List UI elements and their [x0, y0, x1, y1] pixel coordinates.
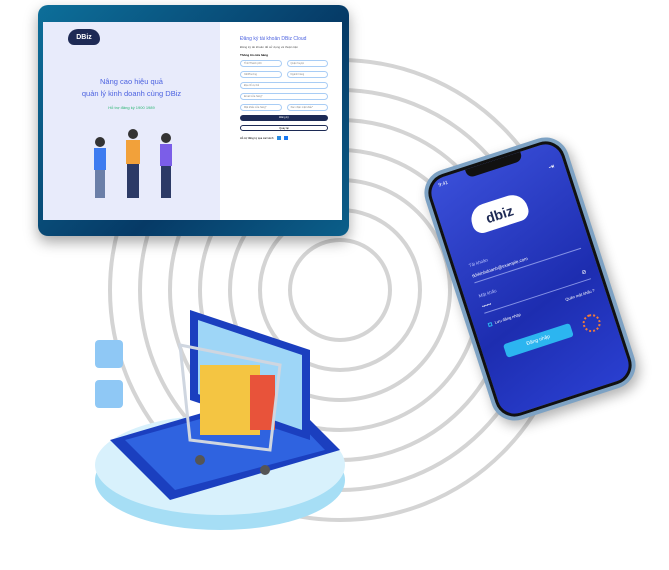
province-select[interactable]: Tỉnh/Thành phố [240, 60, 282, 67]
industry-input[interactable]: Ngành hàng [286, 71, 328, 78]
shopping-bag-icon [95, 380, 123, 408]
ward-select[interactable]: Xã/Phường [240, 71, 282, 78]
remember-checkbox[interactable] [487, 321, 493, 327]
headline-line-1: Nâng cao hiệu quả [100, 77, 163, 86]
back-button[interactable]: Quay lại [240, 125, 328, 131]
password-label: Mật khẩu [478, 288, 498, 299]
status-time: 9:41 [437, 179, 449, 189]
headline-line-2: quản lý kinh doanh cùng DBiz [81, 89, 182, 98]
hotline-text: Hỗ trợ đăng ký 1900 1989 [108, 105, 155, 110]
dbiz-logo: DBiz [68, 29, 100, 45]
login-button[interactable]: Đăng nhập [502, 322, 574, 358]
address-input[interactable]: Địa chỉ cụ thể [240, 82, 328, 89]
eye-slash-icon[interactable]: ⊘ [580, 269, 588, 277]
password-input[interactable]: Mật khẩu cửa hàng* [240, 104, 282, 111]
form-title: Đăng ký tài khoản DBiz Cloud [240, 36, 307, 42]
forgot-password-link[interactable]: Quên mật khẩu ? [564, 287, 596, 302]
tablet-device: DBiz Nâng cao hiệu quả quản lý kinh doan… [38, 5, 349, 236]
district-select[interactable]: Quận huyện [286, 60, 328, 67]
facebook-icon[interactable] [284, 136, 288, 140]
logout-icon[interactable]: ⇥ [547, 163, 556, 172]
thumbs-up-icon [95, 340, 123, 368]
account-label: Tài khoản [468, 257, 489, 269]
zalo-icon[interactable] [277, 136, 281, 140]
email-input[interactable]: Email cửa hàng* [240, 93, 328, 100]
dbiz-logo: dbiz [467, 191, 532, 236]
form-section-title: Thông tin cửa hàng [240, 53, 269, 57]
laptop-shopping-cart-illustration [95, 310, 345, 530]
support-text: Hỗ trợ đăng ký qua các kênh: [240, 136, 274, 140]
remember-label: Lưu đăng nhập [493, 311, 522, 325]
fingerprint-icon[interactable] [580, 311, 603, 335]
registration-promo-panel: DBiz Nâng cao hiệu quả quản lý kinh doan… [43, 22, 220, 220]
register-button[interactable]: Đăng ký [240, 115, 328, 121]
form-subtitle: Đăng ký tài khoản để sử dụng và thuận ti… [240, 45, 299, 49]
registration-form: Đăng ký tài khoản DBiz Cloud Đăng ký tài… [220, 22, 342, 220]
password-input[interactable]: •••••• [481, 301, 492, 310]
confirm-password-input[interactable]: Xác nhận mật khẩu* [286, 104, 328, 111]
team-illustration [94, 129, 172, 198]
